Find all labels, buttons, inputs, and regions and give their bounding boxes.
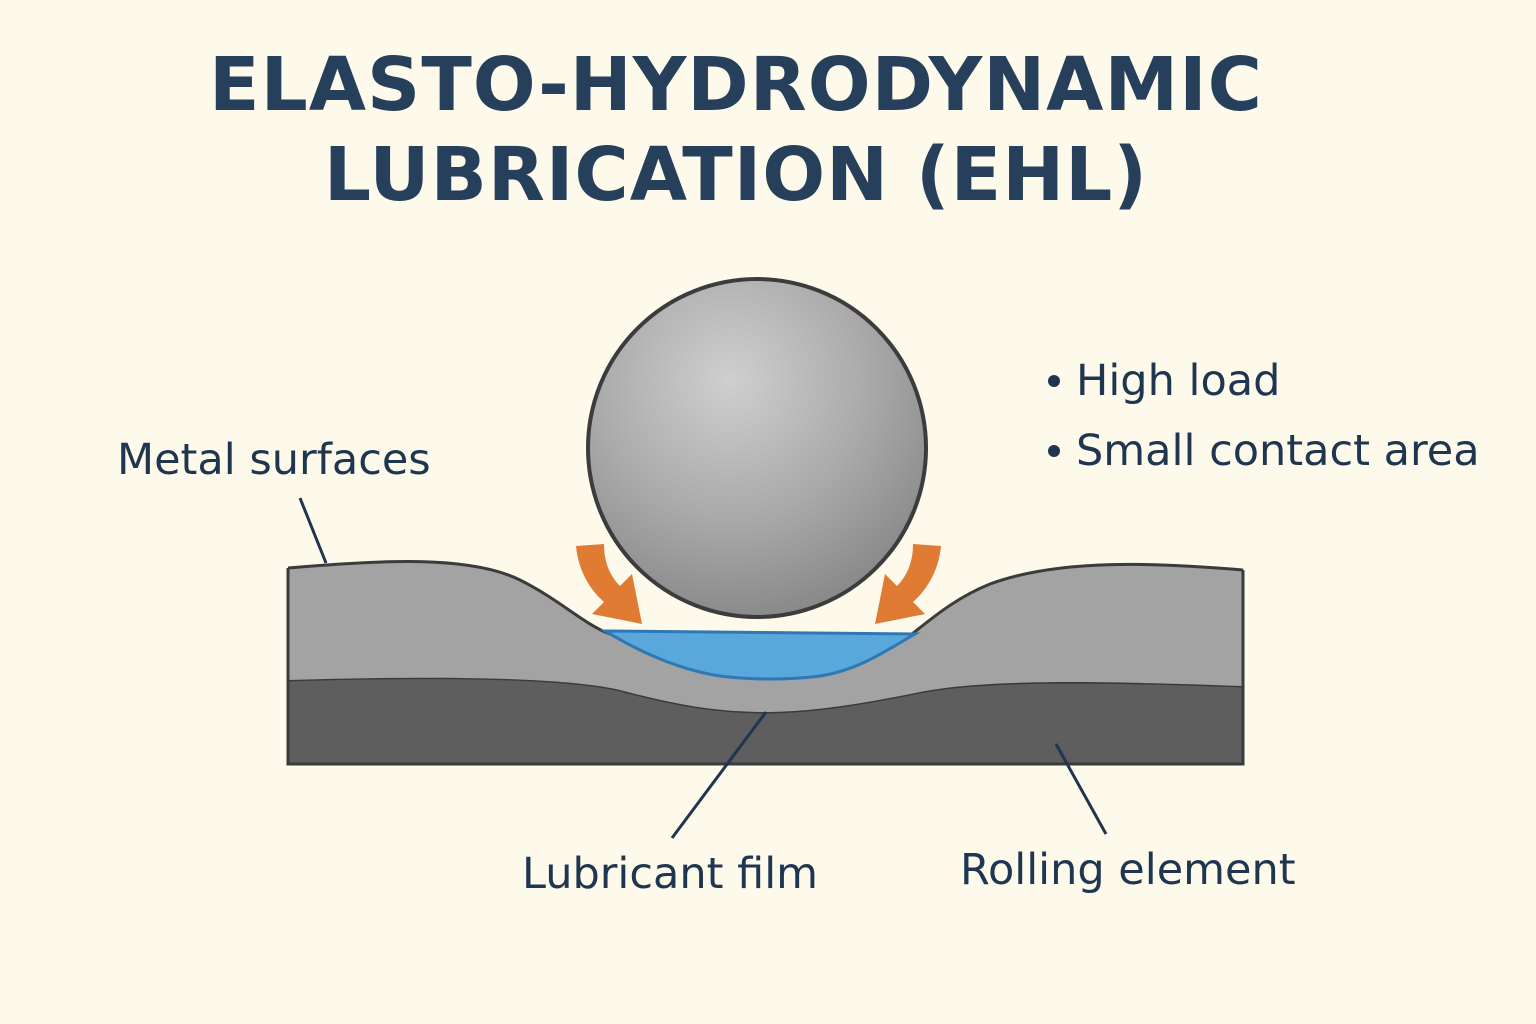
condition-text: High load (1076, 356, 1281, 406)
lubricant-film-leader (670, 711, 768, 839)
rolling-element-label: Rolling element (960, 845, 1296, 895)
lubricant-film-label: Lubricant film (522, 849, 819, 899)
metal-surfaces-label: Metal surfaces (117, 435, 431, 485)
load-arrow-left-icon (576, 544, 642, 624)
bullet-icon (1048, 444, 1060, 457)
metal-surfaces-leader (298, 497, 328, 564)
condition-item: Small contact area (1048, 416, 1480, 486)
condition-item: High load (1048, 346, 1480, 416)
ball (586, 277, 928, 619)
conditions-list: High load Small contact area (1048, 346, 1480, 486)
title-line-2: LUBRICATION (EHL) (323, 132, 1149, 218)
load-arrow-right-icon (875, 544, 941, 624)
upper-metal-surface-line (287, 559, 1244, 636)
upper-layer-edges (286, 568, 1245, 764)
title-line-1: ELASTO-HYDRODYNAMIC (209, 42, 1263, 128)
rolling-element-leader (1054, 743, 1108, 835)
condition-text: Small contact area (1076, 426, 1480, 476)
lubricant-film (599, 629, 921, 681)
bullet-icon (1048, 374, 1060, 387)
